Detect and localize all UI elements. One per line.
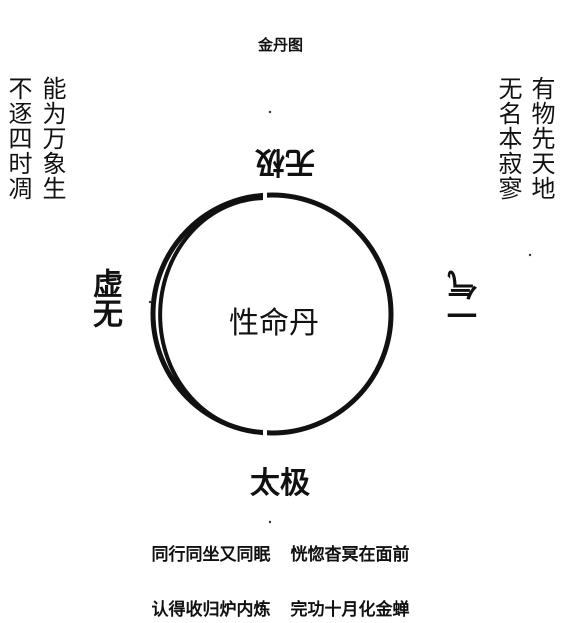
left-verse-col-2: 不逐四时凋 xyxy=(4,76,32,201)
right-verse-col-1: 有物先天地 xyxy=(527,76,555,201)
guide-dot xyxy=(148,300,152,304)
bottom-gap xyxy=(263,426,267,438)
label-yiqi: 一气 xyxy=(448,270,483,330)
bottom-verse-line-2: 认得收归炉内炼 完功十月化金蝉 xyxy=(151,600,410,620)
top-gap xyxy=(263,191,267,203)
guide-dot xyxy=(268,483,272,487)
outer-circle xyxy=(150,192,394,436)
bottom-verse-line-1: 同行同坐又同眠 恍惚杳冥在面前 xyxy=(151,545,410,565)
label-xuwu: 虚无 xyxy=(87,268,122,328)
guide-dot xyxy=(528,253,532,257)
diagram-title: 金丹图 xyxy=(257,36,303,54)
guide-dot xyxy=(268,110,272,114)
label-taiji: 太极 xyxy=(250,466,310,501)
guide-dot xyxy=(268,520,272,524)
center-label: 性命丹 xyxy=(229,306,319,341)
right-verse-col-2: 无名本寂寥 xyxy=(494,76,522,201)
left-verse-col-1: 能为万象生 xyxy=(38,76,66,201)
inner-arc xyxy=(158,196,267,434)
label-wuji: 无极 xyxy=(255,144,315,179)
